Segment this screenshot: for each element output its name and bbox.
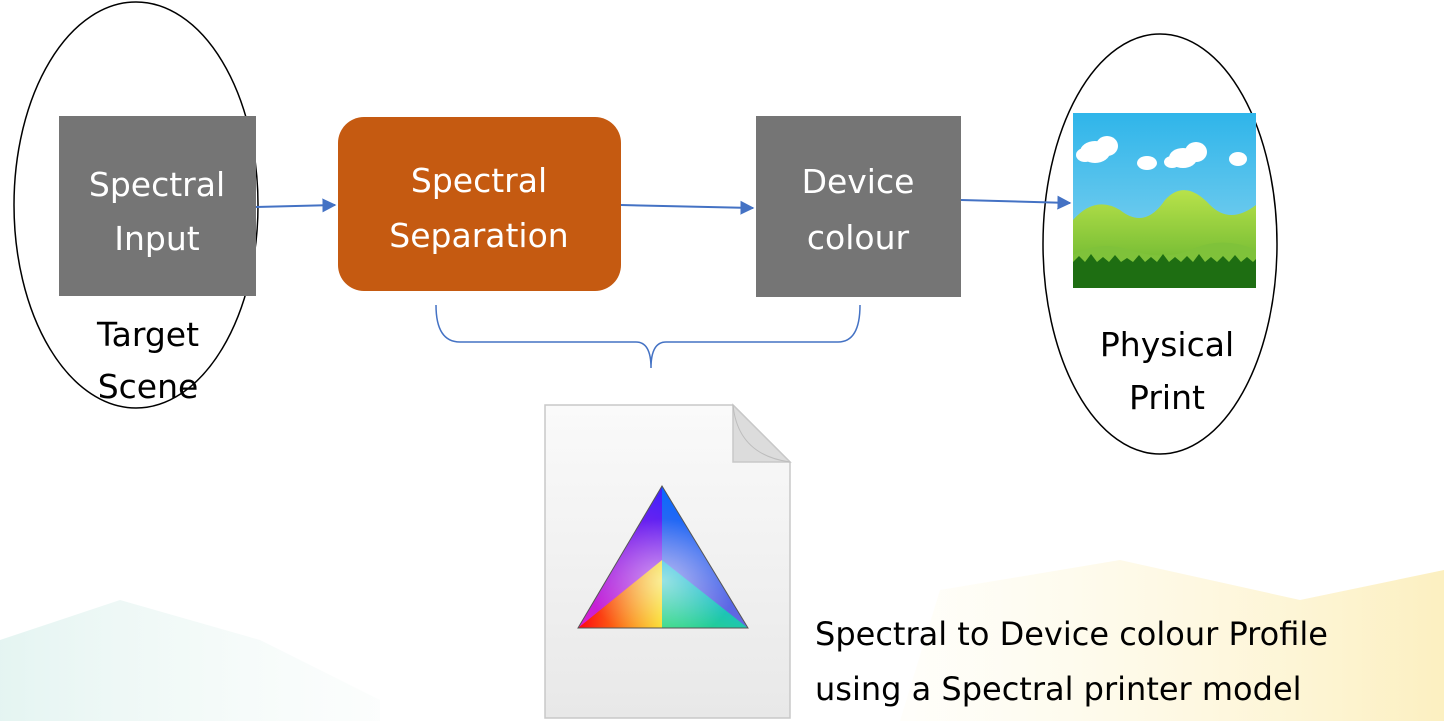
spectral-input-box[interactable] xyxy=(59,116,256,296)
background-wash-left xyxy=(0,600,380,721)
arrow-input-to-separation xyxy=(255,198,337,213)
background-wash-right xyxy=(900,560,1444,721)
physical-print-label-line2: Print xyxy=(1129,378,1205,417)
physical-print-ellipse xyxy=(1042,33,1278,455)
profile-caption-line2: using a Spectral printer model xyxy=(815,670,1302,708)
spectral-input-label-line1: Spectral xyxy=(89,165,225,204)
target-scene-label-line2: Scene xyxy=(98,367,199,406)
arrow-device-to-print xyxy=(960,195,1072,210)
spectral-separation-label-line1: Spectral xyxy=(411,161,547,200)
arrow-separation-to-device xyxy=(620,200,755,215)
target-scene-label-line1: Target xyxy=(96,315,199,354)
icc-profile-file-icon xyxy=(544,403,792,719)
device-colour-label-line1: Device xyxy=(802,162,915,201)
grouping-bracket xyxy=(435,304,861,369)
target-scene-ellipse xyxy=(13,1,259,409)
spectral-separation-box[interactable] xyxy=(338,117,621,291)
device-colour-label-line2: colour xyxy=(807,218,910,257)
spectral-separation-label-line2: Separation xyxy=(389,216,568,255)
device-colour-box[interactable] xyxy=(756,116,961,297)
physical-print-label-line1: Physical xyxy=(1100,325,1234,364)
profile-caption-line1: Spectral to Device colour Profile xyxy=(815,615,1328,653)
spectral-input-label-line2: Input xyxy=(114,219,200,258)
landscape-icon xyxy=(1073,113,1256,288)
